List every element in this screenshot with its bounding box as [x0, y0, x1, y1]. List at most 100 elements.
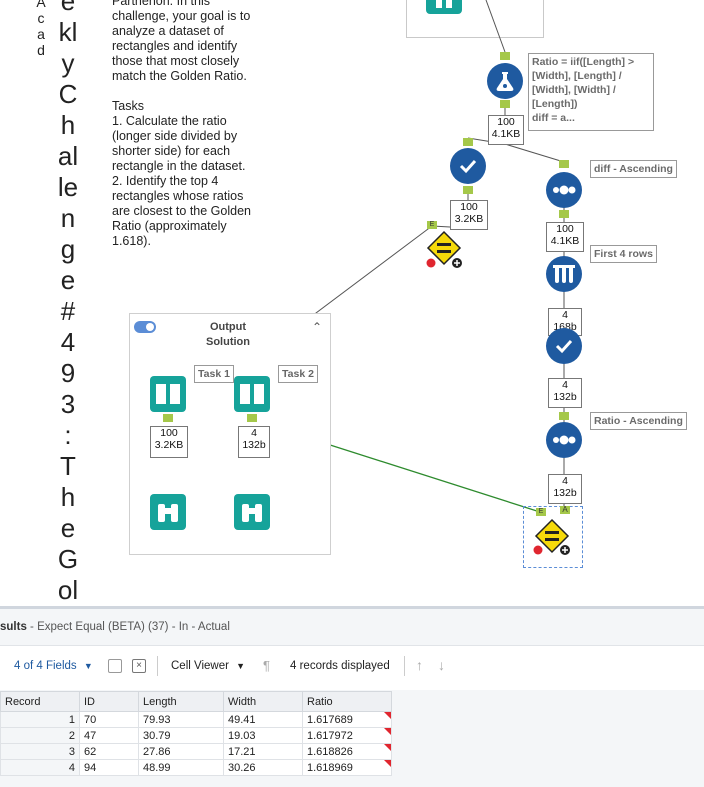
collapse-chevron-icon[interactable]: ⌃ — [312, 320, 323, 334]
task1-browse-tool[interactable] — [150, 494, 186, 530]
table-cell[interactable]: 62 — [79, 743, 139, 760]
table-cell[interactable]: 79.93 — [138, 711, 224, 728]
select-tool-2[interactable] — [546, 328, 582, 364]
cell-value: 1.617689 — [307, 713, 353, 726]
test-tubes-icon — [553, 265, 575, 283]
column-header-width[interactable]: Width — [223, 691, 303, 712]
expect-equal-2-a-anchor[interactable]: A — [560, 506, 570, 514]
task1-output-tool[interactable] — [150, 376, 186, 412]
table-cell[interactable]: 1.618826 — [302, 743, 392, 760]
badge-size: 4.1KB — [550, 235, 580, 247]
input-tool-icon[interactable] — [426, 0, 462, 14]
vertical-char: # — [60, 296, 76, 326]
comment-tasks-heading: Tasks — [112, 99, 144, 113]
vertical-char: al — [57, 141, 79, 171]
task2-output-tool[interactable] — [234, 376, 270, 412]
container-toggle[interactable] — [134, 321, 156, 333]
comment-task2: 2. Identify the top 4 rectangles whose r… — [112, 174, 251, 248]
sort1-output-anchor[interactable] — [559, 210, 569, 218]
error-flag-icon — [384, 760, 391, 767]
arrow-down-icon[interactable]: ↓ — [438, 657, 445, 673]
cell-value: 62 — [84, 745, 97, 758]
table-cell[interactable]: 27.86 — [138, 743, 224, 760]
badge-count: 100 — [497, 116, 515, 128]
checkmark-icon — [555, 339, 573, 354]
formula-tool[interactable] — [487, 63, 523, 99]
table-cell[interactable]: 48.99 — [138, 759, 224, 776]
vertical-char: 3 — [60, 389, 76, 419]
pilcrow-icon[interactable]: ¶ — [263, 658, 270, 673]
error-flag-icon — [384, 712, 391, 719]
table-cell[interactable]: 47 — [79, 727, 139, 744]
results-title-prefix: sults — [0, 621, 27, 633]
table-cell[interactable]: 17.21 — [223, 743, 303, 760]
table-cell[interactable]: 1 — [0, 711, 80, 728]
table-cell[interactable]: 2 — [0, 727, 80, 744]
table-cell[interactable]: 1.617972 — [302, 727, 392, 744]
cell-viewer-dropdown[interactable]: Cell Viewer ▼ — [171, 660, 245, 672]
badge-size: 3.2KB — [154, 439, 184, 451]
flask-icon — [496, 72, 514, 91]
formula-input-anchor[interactable] — [500, 52, 510, 60]
table-cell[interactable]: 19.03 — [223, 727, 303, 744]
sample-tool[interactable] — [546, 256, 582, 292]
column-header-length[interactable]: Length — [138, 691, 224, 712]
arrow-up-icon[interactable]: ↑ — [416, 657, 423, 673]
badge-count: 4 — [562, 379, 568, 391]
task2-browse-tool[interactable] — [234, 494, 270, 530]
error-flag-icon — [384, 728, 391, 735]
table-cell[interactable]: 1.617689 — [302, 711, 392, 728]
sort1-input-anchor[interactable] — [559, 160, 569, 168]
expect-equal-2-e-anchor[interactable]: E — [536, 508, 546, 516]
edit-icon[interactable] — [108, 659, 122, 673]
table-cell[interactable]: 94 — [79, 759, 139, 776]
task2-output-anchor[interactable] — [247, 414, 257, 422]
table-cell[interactable]: 3 — [0, 743, 80, 760]
table-cell[interactable]: 1.618969 — [302, 759, 392, 776]
select-output-anchor[interactable] — [463, 186, 473, 194]
vertical-char: g — [60, 234, 76, 264]
fields-dropdown[interactable]: 4 of 4 Fields ▼ — [14, 660, 93, 672]
expect-equal-tool-2[interactable] — [532, 518, 572, 558]
badge-count: 4 — [562, 475, 568, 487]
column-header-ratio[interactable]: Ratio — [302, 691, 392, 712]
clear-icon[interactable]: × — [132, 659, 146, 673]
column-header-record[interactable]: Record — [0, 691, 80, 712]
cell-value: 49.41 — [228, 713, 256, 726]
expect-equal-tool-1[interactable] — [426, 230, 462, 268]
table-cell[interactable]: 30.79 — [138, 727, 224, 744]
cell-value: 2 — [68, 729, 75, 742]
formula-output-anchor[interactable] — [500, 100, 510, 108]
vertical-char: d — [37, 42, 45, 58]
badge-count: 100 — [460, 201, 478, 213]
badge-count: 100 — [160, 427, 178, 439]
table-cell[interactable]: 30.26 — [223, 759, 303, 776]
sort1-annotation: diff - Ascending — [590, 160, 677, 178]
challenge-comment[interactable]: Parthenon. In this challenge, your goal … — [112, 0, 262, 249]
binoculars-icon — [242, 504, 262, 522]
sort-tool-1[interactable] — [546, 172, 582, 208]
vertical-char: a — [37, 26, 45, 42]
cell-value: 30.26 — [228, 761, 256, 774]
badge-size: 132b — [553, 487, 577, 499]
sort-tool-2[interactable] — [546, 422, 582, 458]
column-header-id[interactable]: ID — [79, 691, 139, 712]
chevron-down-icon: ▼ — [236, 661, 246, 671]
sort2-input-anchor[interactable] — [559, 412, 569, 420]
vertical-char: C — [58, 79, 78, 109]
select-tool[interactable] — [450, 148, 486, 184]
task1-output-anchor[interactable] — [163, 414, 173, 422]
expect-equal-1-e-anchor[interactable]: E — [427, 221, 437, 229]
table-cell[interactable]: 70 — [79, 711, 139, 728]
table-cell[interactable]: 49.41 — [223, 711, 303, 728]
select-input-anchor[interactable] — [463, 138, 473, 146]
badge-size: 3.2KB — [454, 213, 484, 225]
table-cell[interactable]: 4 — [0, 759, 80, 776]
comment-intro: Parthenon. In this challenge, your goal … — [112, 0, 251, 83]
